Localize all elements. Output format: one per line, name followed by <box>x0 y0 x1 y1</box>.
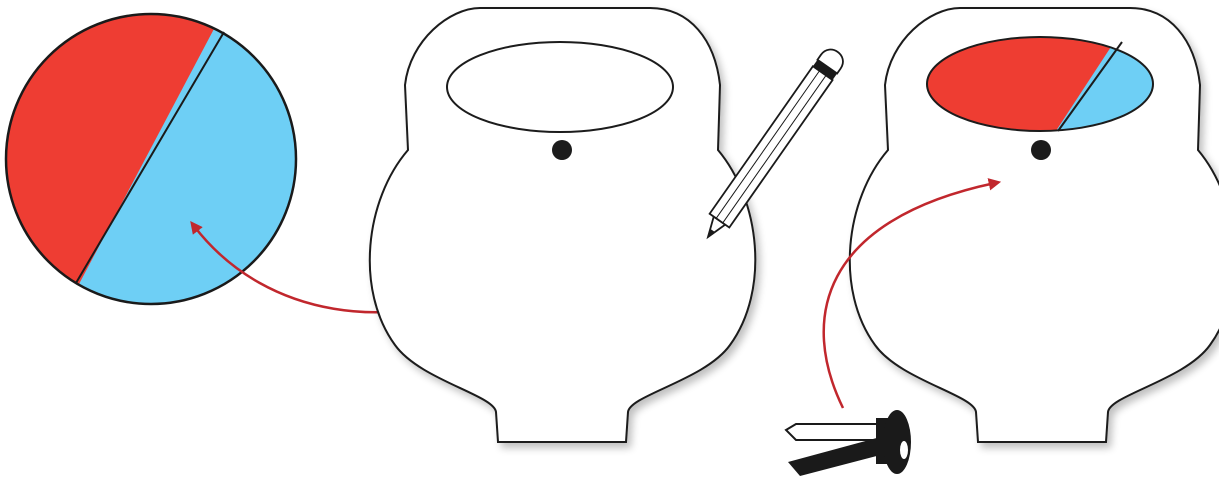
pencil-icon <box>698 45 847 244</box>
blank-card <box>370 8 756 442</box>
card-window <box>447 42 673 132</box>
assembled-card <box>850 8 1219 442</box>
card-hole <box>1031 140 1051 160</box>
brad-fastener-icon <box>786 410 911 476</box>
color-wheel <box>0 0 320 320</box>
card-hole <box>552 140 572 160</box>
